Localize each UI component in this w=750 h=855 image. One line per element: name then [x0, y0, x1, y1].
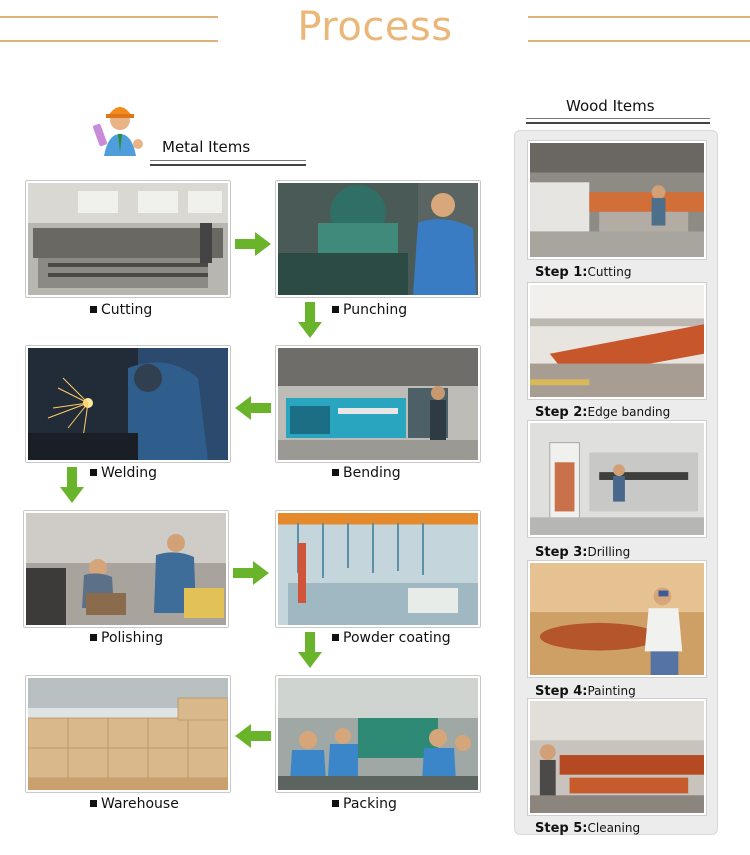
- square-bullet-icon: [332, 469, 339, 476]
- arrow-left-icon: [233, 722, 273, 750]
- wood-title-rule-top: [526, 118, 710, 119]
- metal-caption-powder-coating: Powder coating: [332, 630, 451, 646]
- metal-photo-bending: [275, 345, 481, 463]
- metal-photo-welding: [25, 345, 231, 463]
- metal-caption-polishing: Polishing: [90, 630, 163, 646]
- wood-caption-painting: Step 4:Painting: [535, 680, 636, 699]
- wood-caption-drilling: Step 3:Drilling: [535, 541, 630, 560]
- square-bullet-icon: [90, 306, 97, 313]
- metal-caption-welding: Welding: [90, 465, 157, 481]
- square-bullet-icon: [332, 800, 339, 807]
- arrow-right-icon: [231, 559, 271, 587]
- arrow-right-icon: [233, 230, 273, 258]
- metal-caption-bending: Bending: [332, 465, 401, 481]
- arrow-left-icon: [233, 394, 273, 422]
- metal-caption-packing: Packing: [332, 796, 397, 812]
- wood-caption-cleaning: Step 5:Cleaning: [535, 817, 640, 836]
- wood-section-title: Wood Items: [566, 97, 655, 115]
- wood-title-rule-bottom: [526, 122, 710, 124]
- metal-caption-warehouse: Warehouse: [90, 796, 179, 812]
- square-bullet-icon: [90, 800, 97, 807]
- metal-title-rule-top: [150, 160, 306, 161]
- metal-section-title: Metal Items: [162, 138, 250, 156]
- arrow-down-icon: [58, 465, 86, 505]
- wood-photo-cleaning: [527, 698, 707, 816]
- wood-photo-painting: [527, 560, 707, 678]
- wood-steps-panel: Step 1:Cutting Step 2:Edge banding Step …: [514, 130, 718, 835]
- metal-photo-punching: [275, 180, 481, 298]
- page-title: Process: [0, 4, 750, 50]
- metal-caption-punching: Punching: [332, 302, 407, 318]
- arrow-down-icon: [296, 630, 324, 670]
- metal-photo-powder-coating: [275, 510, 481, 628]
- wood-photo-cutting: [527, 140, 707, 260]
- metal-photo-packing: [275, 675, 481, 793]
- square-bullet-icon: [90, 634, 97, 641]
- metal-photo-warehouse: [25, 675, 231, 793]
- square-bullet-icon: [332, 306, 339, 313]
- wood-caption-cutting: Step 1:Cutting: [535, 261, 631, 280]
- wood-photo-drilling: [527, 420, 707, 538]
- arrow-down-icon: [296, 300, 324, 340]
- metal-caption-cutting: Cutting: [90, 302, 152, 318]
- metal-title-rule-bottom: [150, 164, 306, 166]
- square-bullet-icon: [90, 469, 97, 476]
- metal-photo-polishing: [23, 510, 229, 628]
- worker-icon: [90, 94, 150, 164]
- wood-photo-edge-banding: [527, 282, 707, 400]
- wood-caption-edge-banding: Step 2:Edge banding: [535, 401, 670, 420]
- square-bullet-icon: [332, 634, 339, 641]
- metal-photo-cutting: [25, 180, 231, 298]
